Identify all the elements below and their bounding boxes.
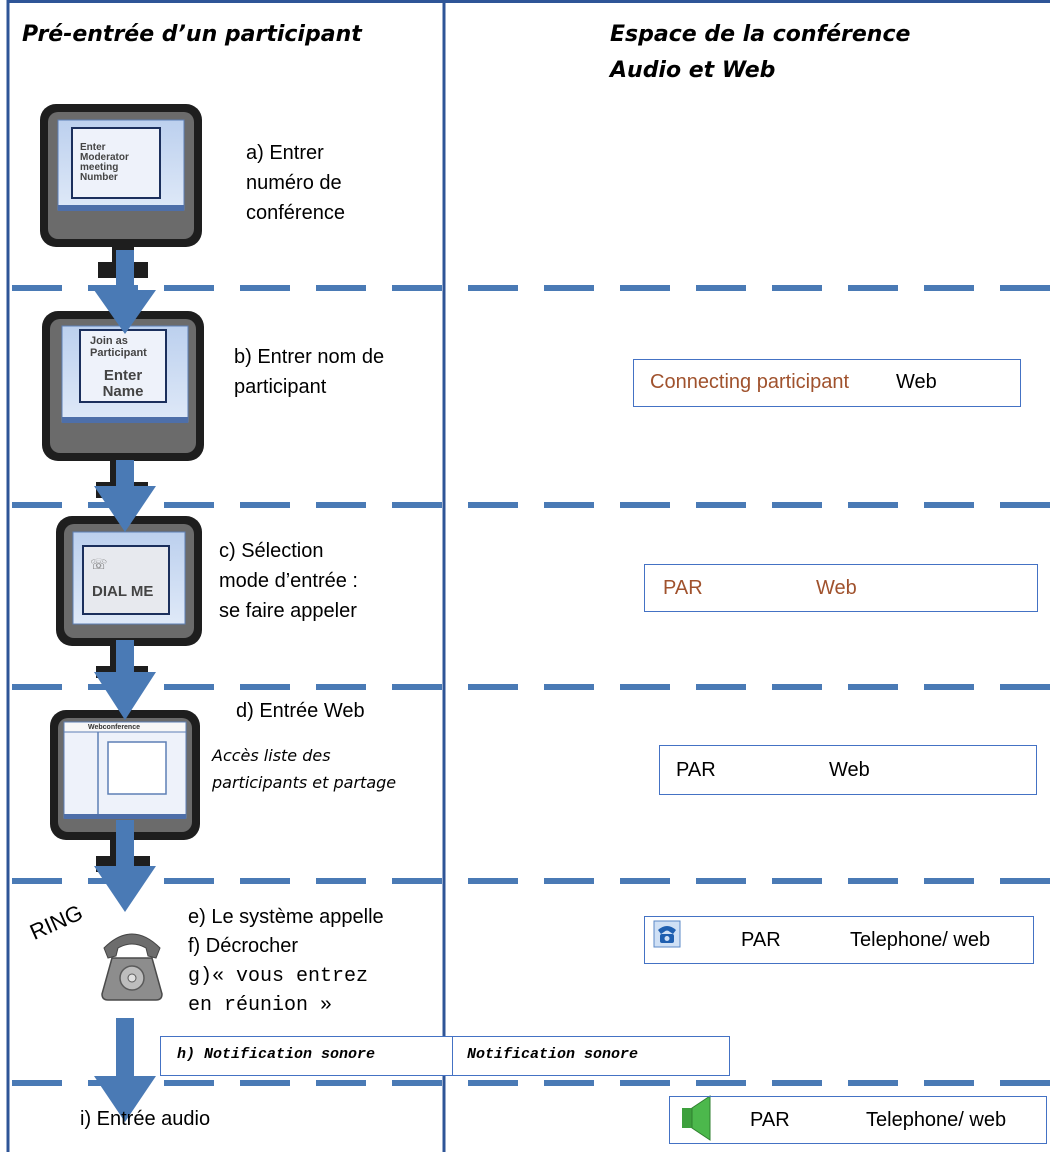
status-d-right: Web xyxy=(829,759,870,781)
left-column-header: Pré-entrée d’un participant xyxy=(22,22,362,47)
screen-b-line-2: Participant xyxy=(90,347,147,359)
arrow-a-to-b xyxy=(94,250,156,334)
notification-right-text: Notification sonore xyxy=(467,1046,639,1063)
flow-arrows xyxy=(94,250,156,1122)
screen-b-enter: Enter xyxy=(103,367,143,384)
dial-phone-icon: ☏ xyxy=(90,557,108,573)
screen-a-line-1: Enter xyxy=(80,142,106,153)
step-a-line-1: a) Entrer xyxy=(246,142,324,164)
screen-b-name: Name xyxy=(102,383,144,400)
status-c-left: PAR xyxy=(663,577,703,599)
old-telephone-icon xyxy=(101,933,163,1001)
step-a-line-3: conférence xyxy=(246,202,345,224)
notification-left-text: h) Notification sonore xyxy=(177,1046,376,1063)
status-e-right: Telephone/ web xyxy=(850,929,991,951)
right-column-header-line1: Espace de la conférence xyxy=(610,22,911,47)
status-b-right: Web xyxy=(896,371,937,393)
step-b-line-1: b) Entrer nom de xyxy=(234,346,385,368)
step-b-text: b) Entrer nom de participant xyxy=(234,342,384,402)
screen-a-line-2: Moderator xyxy=(80,152,129,163)
arrow-c-to-d xyxy=(94,640,156,720)
arrow-e-to-i xyxy=(94,1018,156,1122)
step-c-line-1: c) Sélection xyxy=(219,540,324,562)
monitor-d-icon xyxy=(50,710,200,872)
arrow-b-to-c xyxy=(94,460,156,532)
step-i-text: i) Entrée audio xyxy=(80,1108,211,1130)
status-box-b: Connecting participant Web xyxy=(633,359,1021,407)
screen-b-top-text: Join as Participant xyxy=(90,335,147,359)
step-c-text: c) Sélection mode d’entrée : se faire ap… xyxy=(219,536,358,626)
step-a-text: a) Entrer numéro de conférence xyxy=(246,138,345,228)
status-d-left: PAR xyxy=(676,759,716,781)
step-c-line-2: mode d’entrée : xyxy=(219,570,358,592)
step-c-line-3: se faire appeler xyxy=(219,600,357,622)
status-box-c: PAR Web xyxy=(644,564,1038,612)
status-b-left: Connecting participant xyxy=(650,371,850,393)
status-i-left: PAR xyxy=(750,1109,790,1131)
step-e-text: e) Le système appelle xyxy=(188,906,384,928)
step-g-line-2: en réunion » xyxy=(188,994,333,1017)
monitor-a-icon xyxy=(40,104,202,278)
status-box-d: PAR Web xyxy=(659,745,1037,795)
telephone-icon xyxy=(653,920,681,948)
arrow-d-to-e xyxy=(94,820,156,912)
step-a-line-2: numéro de xyxy=(246,172,342,194)
right-column-header-line2: Audio et Web xyxy=(610,58,776,83)
speaker-icon xyxy=(682,1095,711,1141)
step-d-note: Accès liste des participants et partage xyxy=(212,742,396,796)
status-box-e: PAR Telephone/ web xyxy=(644,916,1034,964)
status-i-right: Telephone/ web xyxy=(866,1109,1007,1131)
notification-divider xyxy=(452,1037,453,1075)
status-c-right: Web xyxy=(816,577,857,599)
screen-a-line-3: meeting xyxy=(80,162,119,173)
section-separators xyxy=(12,285,1050,1086)
step-d-text: d) Entrée Web xyxy=(236,700,365,722)
step-d-note-line-2: participants et partage xyxy=(212,773,397,792)
step-d-note-line-1: Accès liste des xyxy=(212,746,331,765)
screen-b-line-1: Join as xyxy=(90,335,128,347)
step-b-line-2: participant xyxy=(234,376,327,398)
step-f-text: f) Décrocher xyxy=(188,935,299,957)
screen-a-line-4: Number xyxy=(80,172,118,183)
screen-a-text: Enter Moderator meeting Number xyxy=(80,143,129,183)
status-box-i: PAR Telephone/ web xyxy=(669,1096,1047,1144)
notification-box: h) Notification sonore Notification sono… xyxy=(160,1036,730,1076)
step-g-line-1: g)« vous entrez xyxy=(188,965,369,988)
screen-b-main-text: Enter Name xyxy=(80,368,166,400)
status-e-left: PAR xyxy=(741,929,781,951)
screen-d-title: Webconference xyxy=(88,724,140,731)
screen-c-text: DIAL ME xyxy=(92,583,154,600)
